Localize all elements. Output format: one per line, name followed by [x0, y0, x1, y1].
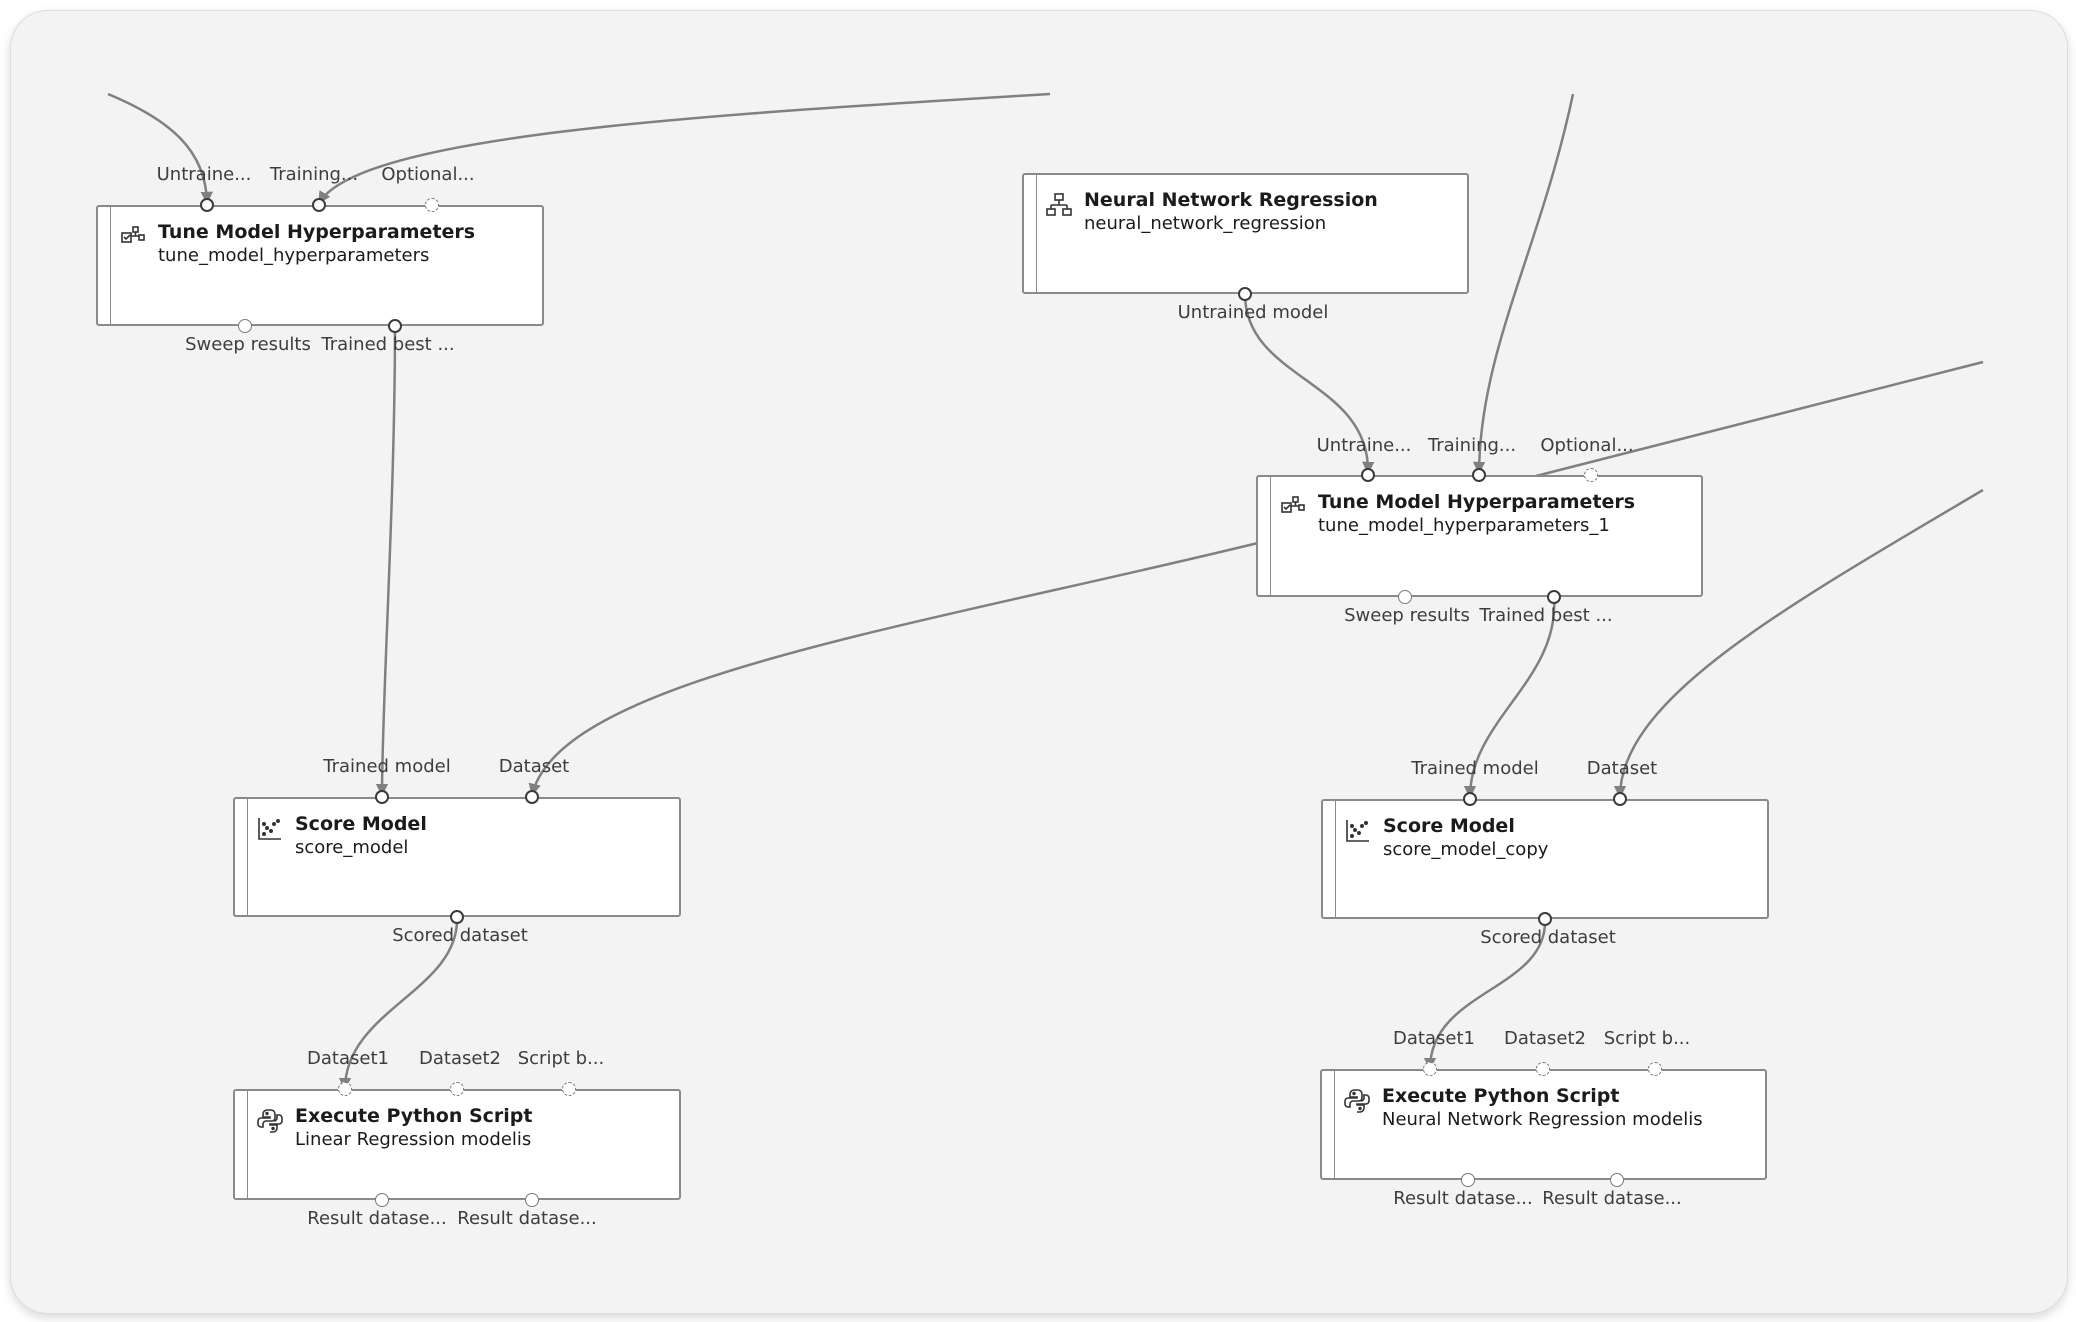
output-port-untrained-model[interactable] — [1238, 287, 1252, 301]
port-label: Optional... — [1540, 435, 1634, 456]
score-model-copy-node[interactable]: Score Model score_model_copy — [1321, 799, 1769, 919]
input-port-dataset2[interactable] — [450, 1082, 464, 1096]
port-label: Untrained model — [1177, 302, 1329, 323]
node-name: neural_network_regression — [1084, 213, 1327, 234]
port-label: Scored dataset — [392, 925, 528, 946]
port-label: Untraine... — [156, 164, 252, 185]
score-model-node[interactable]: Score Model score_model — [233, 797, 681, 917]
port-label: Training... — [269, 164, 359, 185]
port-label: Script b... — [517, 1048, 605, 1069]
node-name: score_model_copy — [1383, 839, 1549, 860]
port-label: Dataset1 — [1393, 1028, 1475, 1049]
execute-python-script-node[interactable]: Execute Python Script Neural Network Reg… — [1320, 1069, 1767, 1180]
output-port-scored-dataset[interactable] — [450, 910, 464, 924]
python-icon — [257, 1108, 283, 1134]
scatter-plot-icon — [257, 816, 283, 842]
port-label: Dataset1 — [307, 1048, 389, 1069]
port-label: Script b... — [1603, 1028, 1691, 1049]
node-title: Score Model — [1383, 815, 1515, 837]
port-label: Sweep results — [1344, 605, 1470, 626]
node-name: tune_model_hyperparameters — [158, 245, 430, 266]
input-port-dataset1[interactable] — [338, 1082, 352, 1096]
port-label: Trained model — [323, 756, 451, 777]
output-port-result-dataset[interactable] — [1461, 1173, 1475, 1187]
input-port-dataset[interactable] — [525, 790, 539, 804]
port-label: Result datase... — [307, 1208, 447, 1229]
output-port-trained-best-model[interactable] — [1547, 590, 1561, 604]
input-port-dataset[interactable] — [1613, 792, 1627, 806]
node-title: Neural Network Regression — [1084, 189, 1378, 211]
port-label: Result datase... — [1542, 1188, 1682, 1209]
input-port-dataset1[interactable] — [1423, 1062, 1437, 1076]
node-title: Execute Python Script — [295, 1105, 533, 1127]
port-label: Dataset — [1586, 758, 1658, 779]
tune-hyperparameters-icon — [120, 224, 146, 250]
port-label: Optional... — [381, 164, 475, 185]
input-port-dataset2[interactable] — [1536, 1062, 1550, 1076]
output-port-result-dataset[interactable] — [525, 1193, 539, 1207]
scatter-plot-icon — [1345, 818, 1371, 844]
output-port-scored-dataset[interactable] — [1538, 912, 1552, 926]
output-port-result-dataset[interactable] — [1610, 1173, 1624, 1187]
input-port-training-dataset[interactable] — [312, 198, 326, 212]
input-port-untrained-model[interactable] — [1361, 468, 1375, 482]
node-name: score_model — [295, 837, 409, 858]
input-port-untrained-model[interactable] — [200, 198, 214, 212]
port-label: Result datase... — [457, 1208, 597, 1229]
execute-python-script-node[interactable]: Execute Python Script Linear Regression … — [233, 1089, 681, 1200]
node-title: Execute Python Script — [1382, 1085, 1620, 1107]
node-title: Tune Model Hyperparameters — [158, 221, 476, 243]
port-label: Trained best ... — [1479, 605, 1613, 626]
tune-model-hyperparameters-node[interactable]: Tune Model Hyperparameters tune_model_hy… — [96, 205, 544, 326]
port-label: Scored dataset — [1480, 927, 1616, 948]
tune-hyperparameters-icon — [1280, 494, 1306, 520]
input-port-optional[interactable] — [1584, 468, 1598, 482]
network-tree-icon — [1046, 192, 1072, 218]
port-label: Dataset2 — [1504, 1028, 1586, 1049]
port-label: Training... — [1427, 435, 1517, 456]
output-port-sweep-results[interactable] — [238, 319, 252, 333]
node-name: Linear Regression modelis — [295, 1129, 532, 1150]
node-name: Neural Network Regression modelis — [1382, 1109, 1703, 1130]
port-label: Trained best ... — [321, 334, 455, 355]
neural-network-regression-node[interactable]: Neural Network Regression neural_network… — [1022, 173, 1469, 294]
input-port-trained-model[interactable] — [1463, 792, 1477, 806]
port-label: Dataset2 — [419, 1048, 501, 1069]
port-label: Trained model — [1411, 758, 1539, 779]
node-title: Tune Model Hyperparameters — [1318, 491, 1636, 513]
input-port-optional[interactable] — [425, 198, 439, 212]
node-title: Score Model — [295, 813, 427, 835]
python-icon — [1344, 1088, 1370, 1114]
output-port-trained-best-model[interactable] — [388, 319, 402, 333]
node-name: tune_model_hyperparameters_1 — [1318, 515, 1610, 536]
input-port-script-bundle[interactable] — [562, 1082, 576, 1096]
port-label: Untraine... — [1316, 435, 1412, 456]
output-port-sweep-results[interactable] — [1398, 590, 1412, 604]
input-port-script-bundle[interactable] — [1648, 1062, 1662, 1076]
tune-model-hyperparameters-1-node[interactable]: Tune Model Hyperparameters tune_model_hy… — [1256, 475, 1703, 597]
output-port-result-dataset[interactable] — [375, 1193, 389, 1207]
input-port-trained-model[interactable] — [375, 790, 389, 804]
port-label: Result datase... — [1393, 1188, 1533, 1209]
port-label: Sweep results — [185, 334, 311, 355]
input-port-training-dataset[interactable] — [1472, 468, 1486, 482]
port-label: Dataset — [498, 756, 570, 777]
